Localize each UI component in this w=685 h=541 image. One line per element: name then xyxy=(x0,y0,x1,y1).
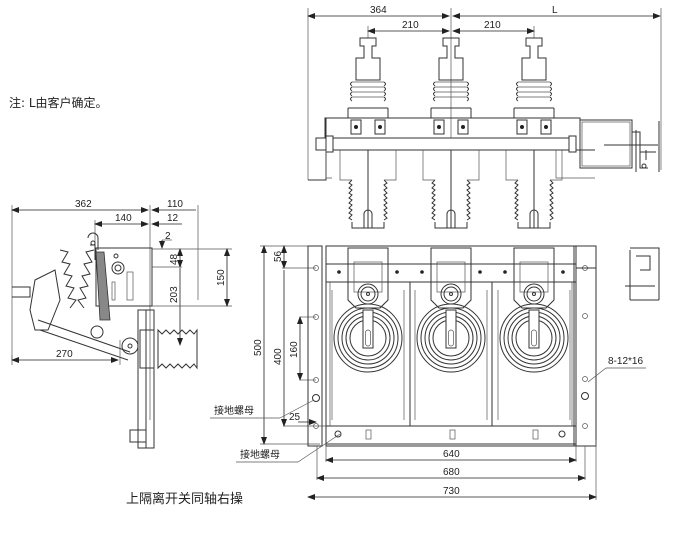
dim-48: 48 xyxy=(169,253,180,265)
dim-110: 110 xyxy=(167,199,183,210)
dim-362: 362 xyxy=(75,199,92,210)
note-text: 注: L由客户确定。 xyxy=(9,95,108,110)
dim-400: 400 xyxy=(273,348,284,365)
front-phases xyxy=(331,247,571,420)
dim-203: 203 xyxy=(169,286,180,303)
top-view: 364 L 210 210 xyxy=(307,5,662,181)
dim-pitch-right: 210 xyxy=(484,20,501,31)
dim-2: 2 xyxy=(165,231,171,242)
ground-nut-label-1: 接地螺母 xyxy=(214,404,254,417)
dim-640: 640 xyxy=(443,449,460,460)
dim-140: 140 xyxy=(115,213,132,224)
dim-56: 56 xyxy=(273,250,284,262)
dim-12: 12 xyxy=(167,213,179,224)
dim-150: 150 xyxy=(216,269,227,286)
dim-25: 25 xyxy=(289,412,301,423)
top-insulator xyxy=(505,37,563,229)
dim-270: 270 xyxy=(56,349,73,360)
dim-730: 730 xyxy=(443,486,460,497)
front-view: 500 56 400 160 25 xyxy=(210,245,660,500)
caption: 上隔离开关同轴右操 xyxy=(126,491,243,507)
holes-label: 8-12*16 xyxy=(608,356,643,367)
top-insulator xyxy=(422,37,480,229)
dim-L: L xyxy=(552,5,558,16)
dim-160: 160 xyxy=(289,341,300,358)
top-insulators xyxy=(339,37,563,229)
phase-assembly xyxy=(331,247,405,420)
phase-assembly xyxy=(497,247,571,420)
side-view: 362 110 140 12 2 48 203 150 xyxy=(11,199,232,449)
dim-500: 500 xyxy=(253,339,264,356)
phase-assembly xyxy=(414,247,488,420)
dim-680: 680 xyxy=(443,467,460,478)
ground-nut-label-2: 接地螺母 xyxy=(240,448,280,461)
dim-364: 364 xyxy=(370,5,387,16)
top-insulator xyxy=(339,37,397,229)
dim-pitch-left: 210 xyxy=(402,20,419,31)
